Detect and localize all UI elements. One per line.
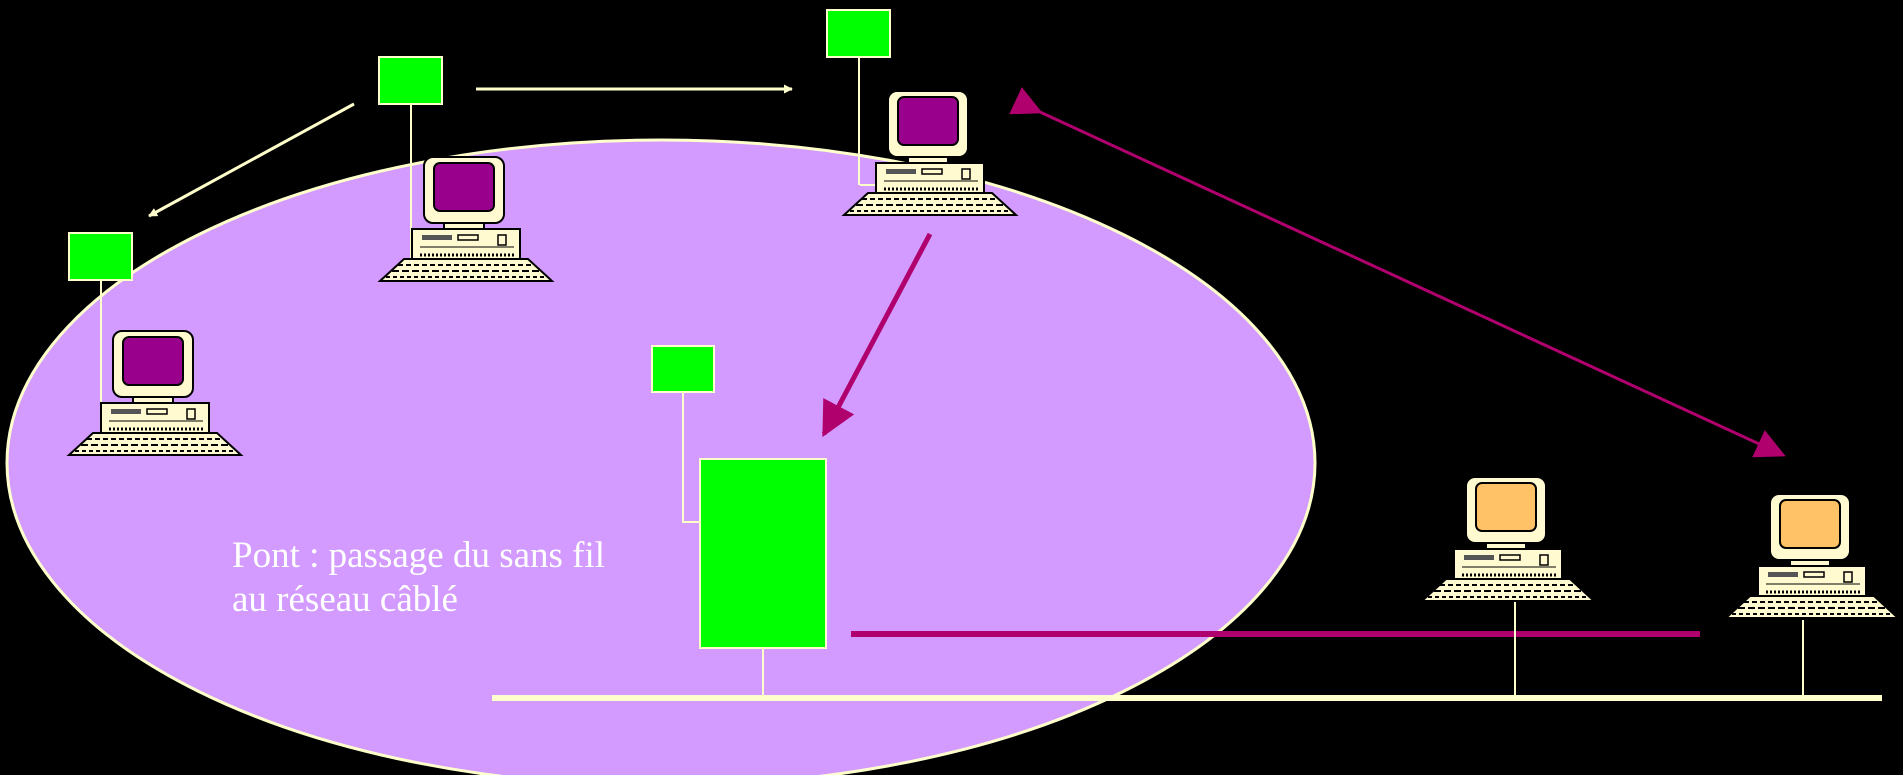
desktop-computer-icon: [1420, 475, 1596, 603]
bridge-caption: Pont : passage du sans fil au réseau câb…: [232, 534, 605, 622]
bridge-box: [699, 458, 827, 649]
caption-line-2: au réseau câblé: [232, 579, 458, 620]
bridge-card: [651, 345, 715, 393]
desktop-computer-icon: [1724, 492, 1900, 620]
desktop-computer-icon: [378, 155, 554, 283]
caption-line-1: Pont : passage du sans fil: [232, 535, 606, 576]
bidirectional-arrow: [1009, 87, 1786, 458]
wireless-card: [378, 56, 443, 105]
transmission-arrow-left: [148, 102, 355, 218]
bridge-arrow: [821, 232, 933, 438]
wireless-card: [826, 9, 891, 58]
card-stem: [682, 392, 700, 523]
wireless-card: [68, 232, 133, 281]
wireless-zone: [5, 138, 1317, 775]
desktop-computer-icon: [842, 89, 1018, 217]
desktop-computer-icon: [67, 329, 243, 457]
